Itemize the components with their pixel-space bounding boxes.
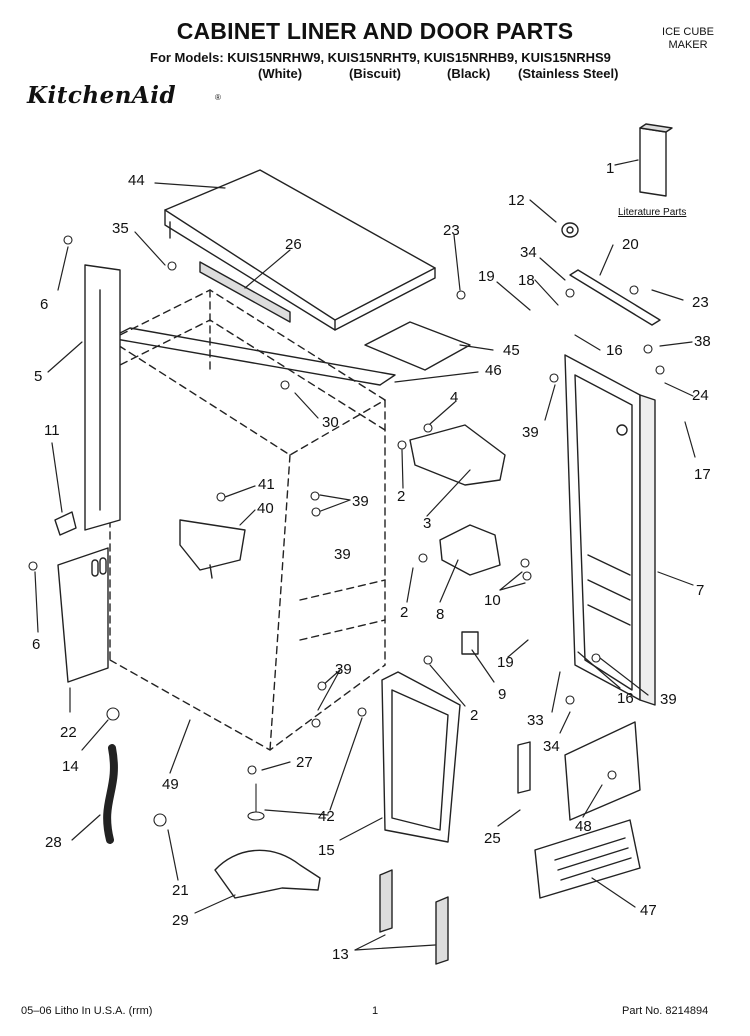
callout-8: 8	[436, 606, 445, 623]
callout-11: 11	[44, 422, 60, 439]
part-45-pad	[364, 321, 471, 371]
part-12-bumper	[561, 222, 579, 238]
callout-13: 13	[332, 946, 349, 963]
part-7-door	[564, 354, 656, 706]
callout-6b: 6	[32, 636, 41, 653]
callout-40: 40	[257, 500, 274, 517]
callout-39d: 39	[335, 661, 352, 678]
callout-16: 16	[606, 342, 623, 359]
callout-15: 15	[318, 842, 335, 859]
color-biscuit: (Biscuit)	[349, 66, 401, 81]
callout-34b: 34	[543, 738, 560, 755]
callout-18: 18	[518, 272, 535, 289]
callout-24: 24	[692, 387, 709, 404]
part-22-panel	[57, 547, 109, 683]
callout-5: 5	[34, 368, 43, 385]
callout-4: 4	[450, 389, 459, 406]
part-28-drain-tube	[103, 744, 118, 844]
color-stainless: (Stainless Steel)	[518, 66, 619, 81]
part-literature	[639, 123, 673, 197]
callout-39b: 39	[352, 493, 369, 510]
callout-39e: 39	[660, 691, 677, 708]
callout-28: 28	[45, 834, 62, 851]
callout-26: 26	[285, 236, 302, 253]
callout-16b: 16	[617, 690, 634, 707]
callout-19b: 19	[497, 654, 514, 671]
callout-42: 42	[318, 808, 335, 825]
part-44-top-panel	[164, 169, 436, 331]
callout-47: 47	[640, 902, 657, 919]
callout-20: 20	[622, 236, 639, 253]
part-29-ice-scoop	[214, 849, 321, 899]
part-15-gasket	[381, 671, 461, 843]
part-11-clip	[54, 511, 77, 536]
part-20-strip	[569, 269, 661, 326]
models-line: For Models: KUIS15NRHW9, KUIS15NRHT9, KU…	[150, 50, 611, 65]
part-3-hinge-cover	[409, 424, 506, 486]
callout-35: 35	[112, 220, 129, 237]
callout-27: 27	[296, 754, 313, 771]
callout-45: 45	[503, 342, 520, 359]
brand-logo: KitchenAid	[27, 82, 177, 109]
page-title: CABINET LINER AND DOOR PARTS	[176, 18, 574, 44]
callout-3: 3	[423, 515, 432, 532]
callout-38: 38	[694, 333, 711, 350]
callout-41: 41	[258, 476, 275, 493]
callout-19: 19	[478, 268, 495, 285]
part-46-strip	[109, 327, 396, 386]
color-black: (Black)	[447, 66, 491, 81]
cabinet-liner	[109, 289, 386, 751]
callout-29: 29	[172, 912, 189, 929]
callout-39: 39	[522, 424, 539, 441]
screws	[28, 235, 665, 827]
callout-25: 25	[484, 830, 501, 847]
brand-registered-mark: ®	[215, 93, 221, 102]
part-9-stop	[461, 631, 479, 655]
callout-10: 10	[484, 592, 501, 609]
product-type-line1: ICE CUBE	[662, 26, 714, 38]
footer-page-number: 1	[372, 1005, 379, 1017]
callout-22: 22	[60, 724, 77, 741]
callout-2c: 2	[470, 707, 479, 724]
literature-parts-label: Literature Parts	[618, 207, 687, 218]
callout-23b: 23	[692, 294, 709, 311]
callout-46: 46	[485, 362, 502, 379]
part-13-trim-a	[379, 869, 393, 933]
callout-9: 9	[498, 686, 507, 703]
color-white: (White)	[258, 66, 303, 81]
callout-34: 34	[520, 244, 537, 261]
callout-44: 44	[128, 172, 145, 189]
callout-2: 2	[397, 488, 406, 505]
callout-49: 49	[162, 776, 179, 793]
footer-litho: 05–06 Litho In U.S.A. (rrm)	[21, 1005, 153, 1017]
part-40-bracket	[179, 519, 246, 579]
part-47-grille	[534, 819, 641, 899]
part-48-panel	[564, 721, 641, 821]
callout-12: 12	[508, 192, 525, 209]
callout-1: 1	[606, 160, 615, 177]
part-13-trim-b	[435, 896, 449, 965]
product-type: ICE CUBE MAKER	[648, 26, 728, 52]
callout-23: 23	[443, 222, 460, 239]
callout-2b: 2	[400, 604, 409, 621]
callout-33: 33	[527, 712, 544, 729]
callout-17: 17	[694, 466, 711, 483]
leader-lines	[34, 159, 696, 951]
callout-14: 14	[62, 758, 79, 775]
part-25-bracket	[517, 741, 531, 794]
callout-7: 7	[696, 582, 705, 599]
part-26-rail	[199, 261, 291, 323]
footer-part-number: Part No. 8214894	[622, 1005, 709, 1017]
part-8-block	[439, 524, 501, 576]
callout-39c: 39	[334, 546, 351, 563]
callout-48: 48	[575, 818, 592, 835]
callout-21: 21	[172, 882, 189, 899]
callout-30: 30	[322, 414, 339, 431]
product-type-line2: MAKER	[668, 39, 708, 51]
callout-6: 6	[40, 296, 49, 313]
part-5-side-panel	[84, 264, 121, 531]
